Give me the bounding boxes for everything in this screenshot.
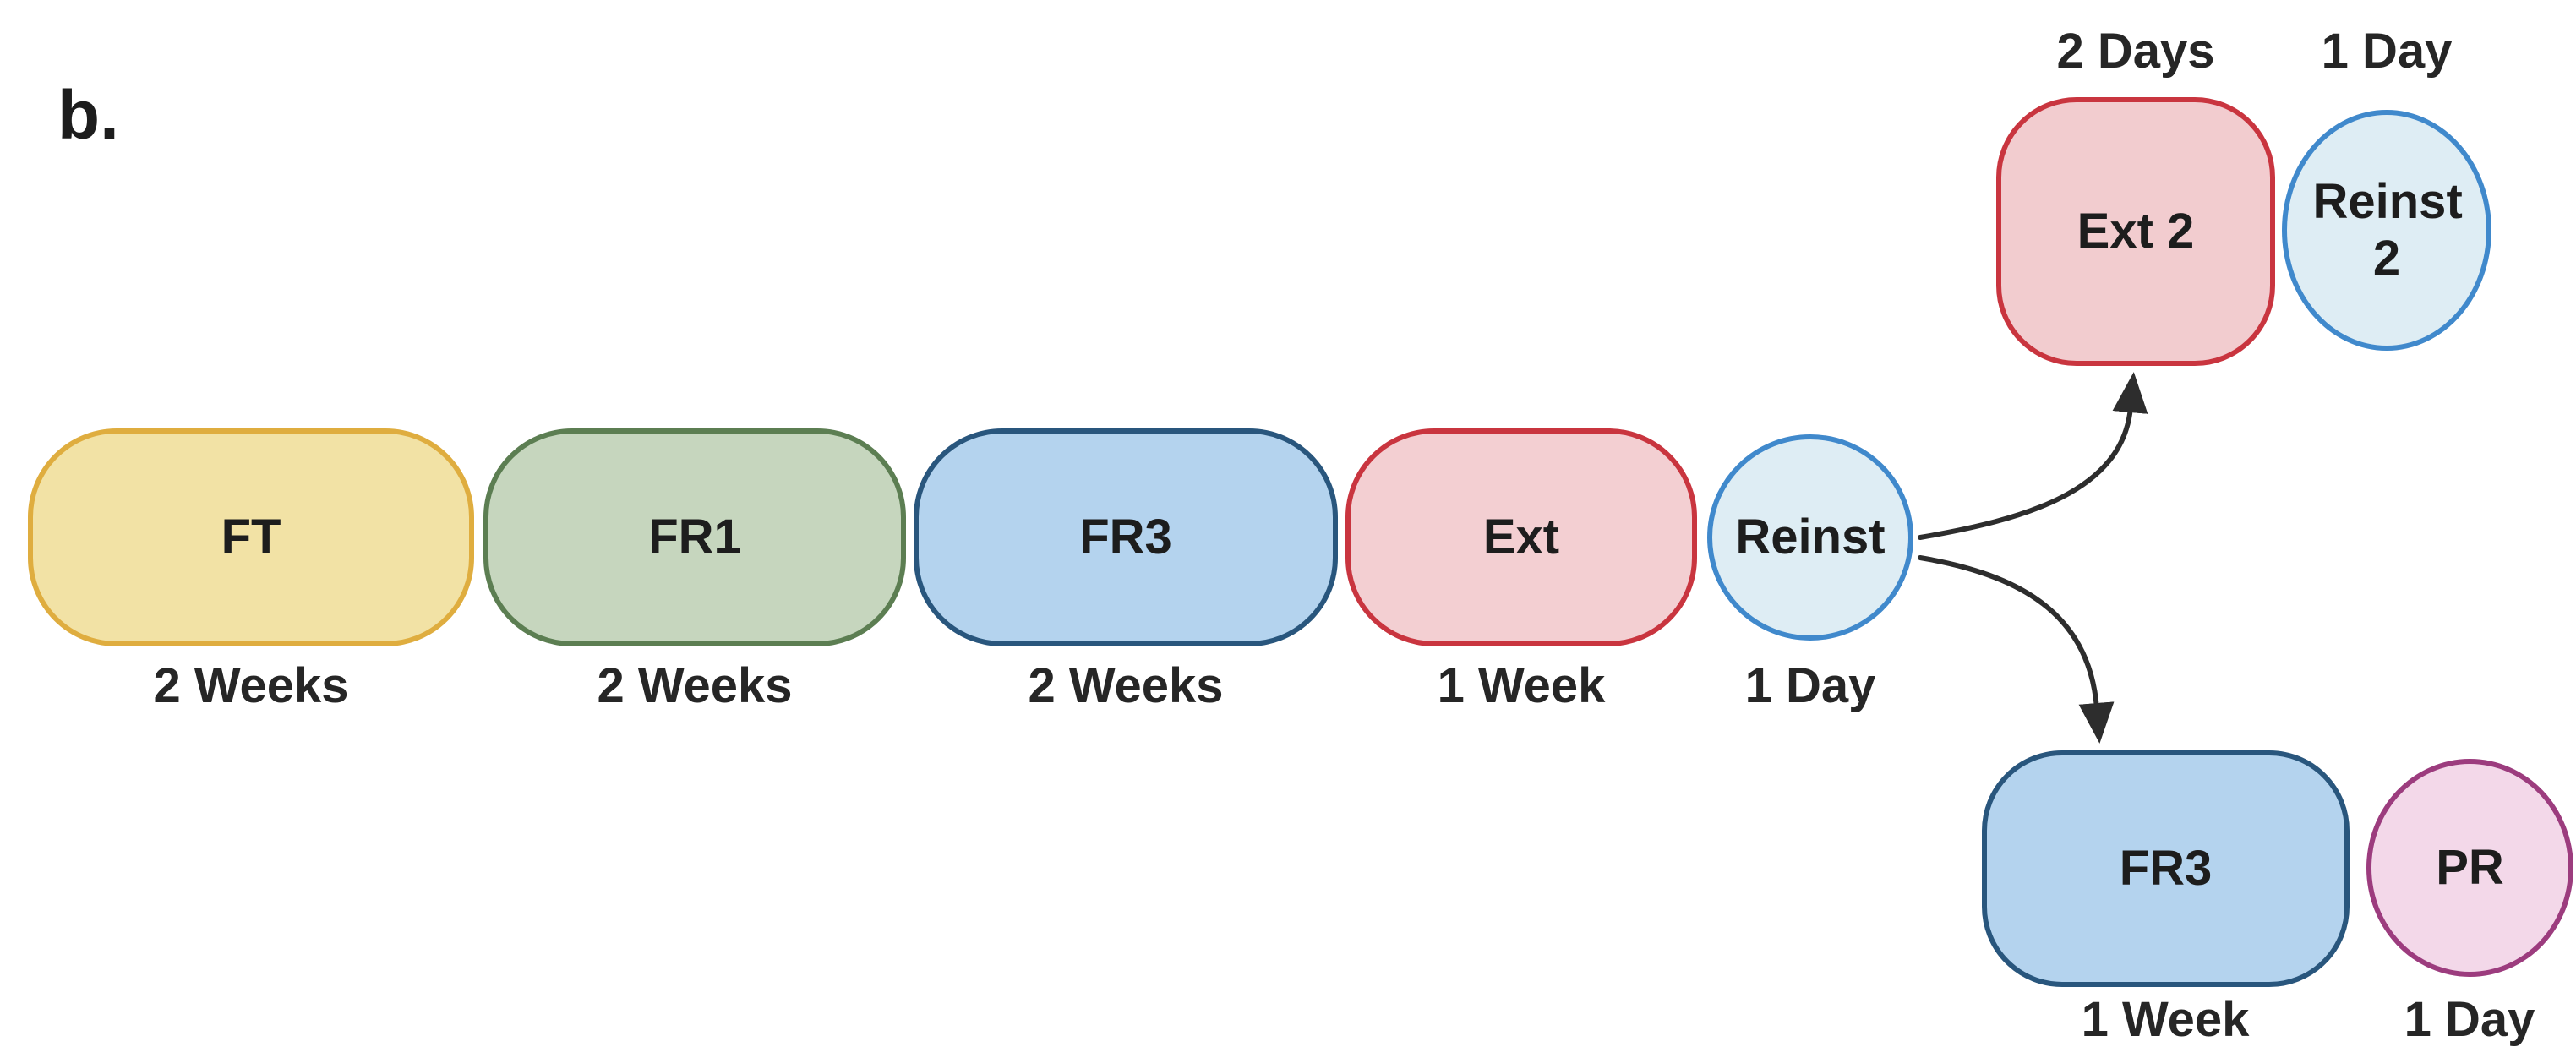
duration-reinst2: 1 Day (2321, 24, 2453, 79)
node-fr3-retrain-label: FR3 (2119, 840, 2213, 896)
arrow-reinst-to-ext2 (1918, 372, 2148, 540)
node-reinst2-label: Reinst 2 (2312, 173, 2463, 286)
node-reinst2: Reinst 2 (2282, 110, 2491, 351)
node-fr1-label: FR1 (648, 509, 741, 564)
duration-pr: 1 Day (2404, 992, 2535, 1047)
node-fr3: FR3 (914, 428, 1338, 646)
node-fr3-label: FR3 (1079, 509, 1172, 564)
node-ft-label: FT (221, 509, 281, 564)
node-ext: Ext (1345, 428, 1697, 646)
duration-ext: 1 Week (1437, 658, 1606, 713)
node-ext-label: Ext (1482, 509, 1560, 564)
node-pr-label: PR (2436, 839, 2504, 895)
duration-ext2: 2 Days (2056, 24, 2215, 79)
duration-ft: 2 Weeks (153, 658, 349, 713)
node-ft: FT (28, 428, 474, 646)
node-fr3-retrain: FR3 (1982, 750, 2350, 987)
panel-label: b. (57, 77, 119, 154)
duration-fr1: 2 Weeks (597, 658, 793, 713)
duration-fr3-retrain: 1 Week (2081, 992, 2250, 1047)
duration-reinst: 1 Day (1744, 658, 1876, 713)
node-fr1: FR1 (483, 428, 906, 646)
duration-fr3: 2 Weeks (1028, 658, 1224, 713)
node-pr: PR (2366, 759, 2573, 977)
node-reinst: Reinst (1707, 434, 1913, 641)
node-ext2: Ext 2 (1996, 97, 2275, 366)
node-ext2-label: Ext 2 (2077, 203, 2195, 259)
node-reinst-label: Reinst (1735, 509, 1886, 564)
